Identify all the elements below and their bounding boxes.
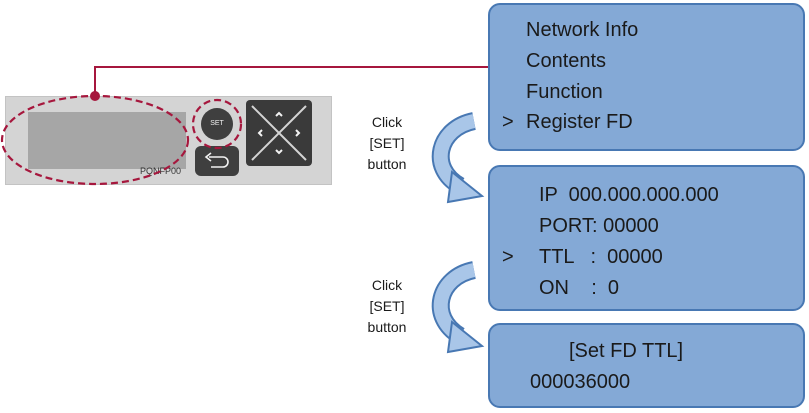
curved-arrow-1	[431, 112, 485, 204]
up-arrow-icon[interactable]	[275, 111, 283, 117]
port-field: PORT: 00000	[539, 215, 659, 237]
caption-line: button	[367, 156, 407, 172]
menu-item-network-info: Network Info	[526, 19, 639, 41]
ttl-field: TTL : 00000	[539, 246, 663, 268]
cursor-indicator: >	[502, 111, 514, 133]
down-arrow-icon[interactable]	[275, 149, 283, 155]
menu-screen: Network Info Contents Function > Registe…	[488, 3, 805, 151]
lcd-display	[28, 112, 186, 169]
caption-line: Click	[371, 277, 403, 293]
set-button[interactable]: SET	[201, 108, 233, 140]
on-field: ON : 0	[539, 277, 620, 299]
ttl-value: 000036000	[530, 371, 631, 393]
menu-item-contents: Contents	[526, 50, 607, 72]
left-arrow-icon[interactable]	[257, 129, 263, 137]
register-fd-screen: IP 000.000.000.000 PORT: 00000 > TTL : 0…	[488, 165, 805, 311]
caption-line: Click	[371, 114, 403, 130]
model-label: PQNFP00	[140, 166, 182, 176]
menu-item-register-fd: Register FD	[526, 111, 633, 133]
dialog-title: [Set FD TTL]	[569, 340, 684, 362]
instruction-caption-1: Click [SET] button	[357, 112, 417, 175]
caption-line: [SET]	[369, 298, 405, 314]
set-fd-ttl-screen: [Set FD TTL] 000036000	[488, 323, 805, 408]
direction-pad	[246, 100, 312, 166]
caption-line: button	[367, 319, 407, 335]
connector-line	[94, 66, 488, 96]
back-button[interactable]	[195, 146, 239, 176]
display-highlight	[0, 94, 190, 186]
menu-item-function: Function	[526, 81, 603, 103]
set-button-highlight	[191, 98, 243, 150]
instruction-caption-2: Click [SET] button	[357, 275, 417, 338]
curved-arrow-2	[431, 261, 485, 354]
cursor-indicator: >	[502, 246, 514, 268]
return-icon	[204, 152, 229, 168]
ip-field: IP 000.000.000.000	[539, 184, 719, 206]
caption-line: [SET]	[369, 135, 405, 151]
right-arrow-icon[interactable]	[295, 129, 301, 137]
